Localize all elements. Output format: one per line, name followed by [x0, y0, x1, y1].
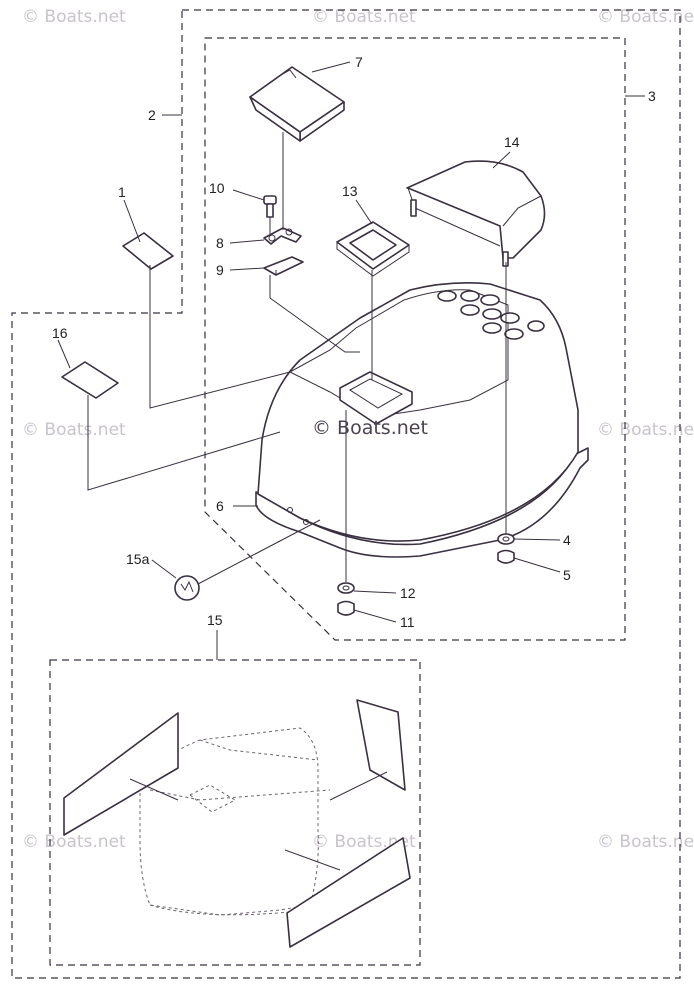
- callout-11: 11: [400, 614, 415, 630]
- part-1-decal: [122, 232, 174, 270]
- watermark-bottom-left: © Boats.net: [22, 832, 126, 852]
- group-boundary-2: [11, 9, 681, 979]
- callout-6: 6: [216, 498, 224, 514]
- part-16-decal: [61, 361, 119, 399]
- callout-9: 9: [216, 262, 224, 278]
- watermark-bottom-right: © Boats.net: [597, 832, 694, 852]
- callout-10: 10: [209, 180, 225, 196]
- leader-lines: [57, 61, 645, 660]
- part-13-grommet: [336, 221, 410, 277]
- part-10-screw: [263, 195, 277, 218]
- callout-2: 2: [148, 107, 156, 123]
- part-15-decal-set: [63, 699, 411, 948]
- callouts: 1 2 3 4 5 6 7 8 9 10 11 12 13 14 15 15a …: [52, 54, 656, 630]
- callout-8: 8: [216, 235, 224, 251]
- watermark-top-right: © Boats.net: [597, 7, 694, 27]
- callout-4: 4: [563, 532, 571, 548]
- callout-15: 15: [207, 612, 223, 628]
- group-boundary-3: [204, 37, 626, 641]
- callout-15a: 15a: [126, 551, 150, 567]
- part-4-grommet: [497, 533, 515, 545]
- part-7-plate: [249, 66, 345, 142]
- watermark-top-left: © Boats.net: [22, 7, 126, 27]
- watermark-top-center: © Boats.net: [312, 7, 416, 27]
- watermark-mid-right: © Boats.net: [597, 420, 694, 440]
- part-11-nut: [337, 600, 355, 616]
- callout-12: 12: [400, 585, 416, 601]
- callout-7: 7: [355, 54, 363, 70]
- watermark-mid-left: © Boats.net: [22, 420, 126, 440]
- watermark-center: © Boats.net: [312, 417, 428, 439]
- callout-16: 16: [52, 325, 68, 341]
- part-12-grommet: [337, 582, 355, 594]
- callout-1: 1: [118, 184, 126, 200]
- callout-13: 13: [342, 183, 358, 199]
- callout-14: 14: [504, 134, 520, 150]
- group-boundary-15: [49, 659, 421, 966]
- watermarks: © Boats.net © Boats.net © Boats.net © Bo…: [22, 7, 694, 852]
- part-5-nut: [497, 549, 515, 564]
- callout-5: 5: [563, 567, 571, 583]
- part-14-cover: [406, 160, 546, 267]
- part-15a-emblem: [174, 575, 200, 601]
- part-9-bracket: [263, 256, 304, 276]
- callout-3: 3: [648, 88, 656, 104]
